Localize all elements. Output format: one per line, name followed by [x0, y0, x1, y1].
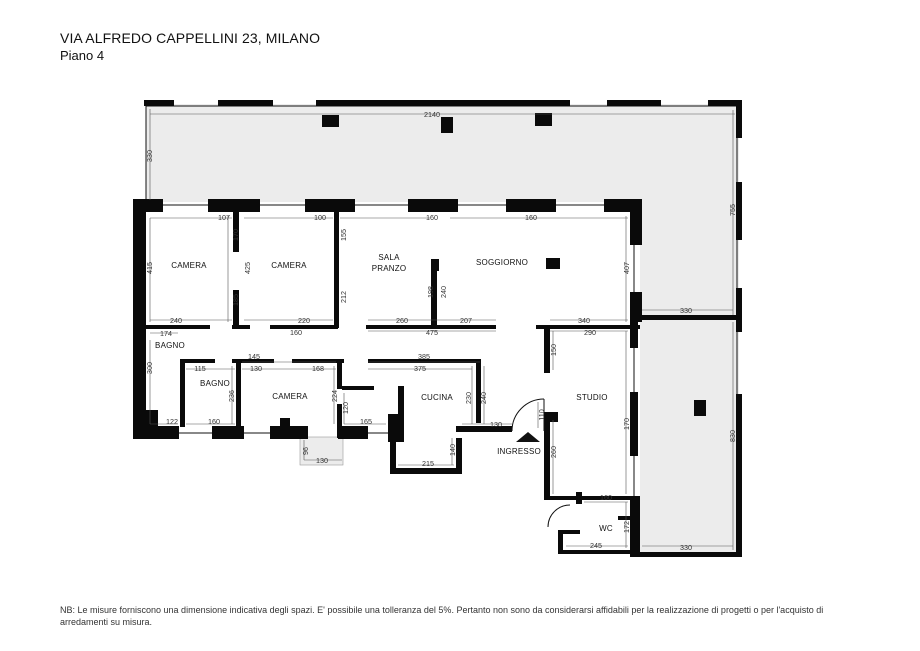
- dimension-label: 198: [426, 286, 435, 298]
- property-address: VIA ALFREDO CAPPELLINI 23, MILANO: [60, 30, 321, 46]
- dimension-label: 155: [339, 229, 348, 241]
- dimension-label: 415: [145, 262, 154, 274]
- dimension-label: 160: [426, 213, 438, 222]
- dimension-label: 245: [590, 541, 602, 550]
- dimension-label: 407: [622, 262, 631, 274]
- terrace-north: [146, 104, 739, 318]
- dimension-label: 174: [160, 329, 172, 338]
- room-label-soggiorno: SOGGIORNO: [476, 258, 528, 267]
- disclaimer-note: NB: Le misure forniscono una dimensione …: [60, 605, 824, 627]
- dimension-label: 140: [448, 444, 457, 456]
- dimension-label: 2140: [424, 110, 440, 119]
- dimension-labels: 2140 330 755 330 107 170 415 425 185 240…: [145, 110, 737, 552]
- room-label-bagno-2: BAGNO: [200, 379, 230, 388]
- dimension-label: 160: [600, 493, 612, 502]
- dimension-label: 236: [227, 390, 236, 402]
- dimension-label: 110: [537, 409, 546, 420]
- dimension-label: 385: [418, 352, 430, 361]
- dimension-label: 215: [422, 459, 434, 468]
- dimension-label: 240: [439, 286, 448, 298]
- dimension-label: 120: [341, 402, 350, 414]
- dimension-label: 122: [166, 417, 178, 426]
- dimension-lines: [149, 109, 735, 550]
- dimension-label: 260: [549, 446, 558, 458]
- dimension-label: 160: [525, 213, 537, 222]
- dimension-label: 330: [145, 150, 154, 162]
- dimension-label: 130: [316, 456, 328, 465]
- floor-plan: CAMERA CAMERA SALA PRANZO SOGGIORNO BAGN…: [133, 100, 742, 557]
- dimension-label: 145: [248, 352, 260, 361]
- dimension-label: 168: [312, 364, 324, 373]
- dimension-label: 290: [584, 328, 596, 337]
- dimension-label: 207: [460, 316, 472, 325]
- room-label-camera-2: CAMERA: [271, 261, 307, 270]
- room-label-camera-3: CAMERA: [272, 392, 308, 401]
- terrace-east: [640, 318, 739, 553]
- dimension-label: 107: [218, 213, 230, 222]
- terrace-parapet: [144, 100, 742, 557]
- dimension-label: 212: [339, 291, 348, 303]
- dimension-label: 230: [464, 392, 473, 404]
- dimension-label: 240: [479, 392, 488, 404]
- dimension-label: 224: [330, 390, 339, 402]
- dimension-label: 160: [290, 328, 302, 337]
- floor-label: Piano 4: [60, 48, 105, 63]
- dimension-label: 115: [194, 364, 205, 373]
- door-swings: [511, 398, 571, 528]
- dimension-label: 755: [728, 204, 737, 216]
- dimension-label: 160: [208, 417, 220, 426]
- terrace-pillars: [322, 113, 706, 416]
- window-lines: [163, 204, 635, 496]
- dimension-label: 260: [396, 316, 408, 325]
- dimension-label: 240: [170, 316, 182, 325]
- dimension-label: 475: [426, 328, 438, 337]
- dimension-label: 375: [414, 364, 426, 373]
- dimension-label: 170: [622, 418, 631, 430]
- entrance-arrow-icon: [516, 432, 540, 442]
- dimension-label: 130: [250, 364, 262, 373]
- dimension-label: 185: [231, 294, 240, 306]
- dimension-label: 330: [680, 543, 692, 552]
- room-label-studio: STUDIO: [576, 393, 607, 402]
- room-label-bagno-1: BAGNO: [155, 341, 185, 350]
- room-label-camera-1: CAMERA: [171, 261, 207, 270]
- dimension-label: 220: [298, 316, 310, 325]
- room-label-pranzo: PRANZO: [372, 264, 407, 273]
- room-label-wc: WC: [599, 524, 613, 533]
- dimension-label: 172: [622, 521, 631, 533]
- room-label-cucina: CUCINA: [421, 393, 453, 402]
- balcony-small: [299, 436, 344, 466]
- dimension-label: 165: [360, 417, 372, 426]
- room-label-sala: SALA: [378, 253, 400, 262]
- plan-header: VIA ALFREDO CAPPELLINI 23, MILANO Piano …: [60, 30, 320, 64]
- room-label-ingresso: INGRESSO: [497, 447, 541, 456]
- dimension-label: 96: [301, 447, 310, 455]
- dimension-label: 425: [243, 262, 252, 274]
- dimension-label: 330: [680, 306, 692, 315]
- dimension-label: 340: [578, 316, 590, 325]
- apartment-walls: [133, 199, 738, 556]
- dimension-label: 150: [549, 344, 558, 356]
- dimension-label: 100: [314, 213, 326, 222]
- dimension-label: 170: [231, 229, 240, 241]
- dimension-label: 830: [728, 430, 737, 442]
- dimension-label: 300: [145, 362, 154, 374]
- dimension-label: 130: [490, 420, 502, 429]
